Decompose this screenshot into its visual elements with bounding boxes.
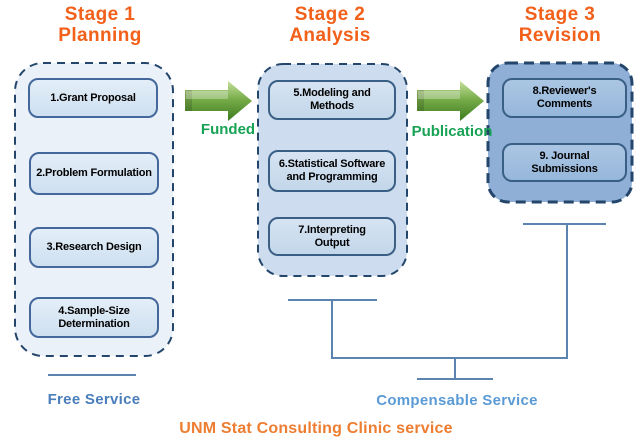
stage2-title: Stage 2 Analysis (244, 4, 416, 46)
stage2-title-line2: Analysis (289, 25, 371, 46)
stage3-title-line2: Revision (518, 25, 602, 46)
stage3-title: Stage 3 Revision (474, 4, 641, 46)
stage2-title-line1: Stage 2 (294, 4, 366, 25)
box-sample-size-determination: 4.Sample-Size Determination (29, 297, 159, 338)
box-modeling-methods: 5.Modeling and Methods (268, 80, 396, 120)
box-problem-formulation: 2.Problem Formulation (29, 152, 159, 195)
stage1-title-line2: Planning (58, 25, 142, 46)
stage3-title-line1: Stage 3 (524, 4, 596, 25)
publication-label: Publication (411, 123, 493, 140)
funded-arrow-icon (185, 81, 252, 121)
box-reviewers-comments: 8.Reviewer's Comments (502, 78, 627, 118)
box-statistical-software: 6.Statistical Software and Programming (268, 150, 396, 192)
stage1-container (14, 62, 174, 357)
free-service-label: Free Service (47, 391, 141, 408)
footer-title: UNM Stat Consulting Clinic service (179, 420, 453, 437)
publication-arrow-icon (417, 81, 484, 121)
box-grant-proposal: 1.Grant Proposal (28, 78, 158, 118)
stage1-title: Stage 1 Planning (14, 4, 186, 46)
box-research-design: 3.Research Design (29, 227, 159, 268)
box-journal-submissions: 9. Journal Submissions (502, 143, 627, 182)
box-interpreting-output: 7.Interpreting Output (268, 217, 396, 256)
stage1-title-line1: Stage 1 (64, 4, 136, 25)
compensable-service-label: Compensable Service (376, 392, 538, 409)
funded-label: Funded (200, 121, 256, 138)
